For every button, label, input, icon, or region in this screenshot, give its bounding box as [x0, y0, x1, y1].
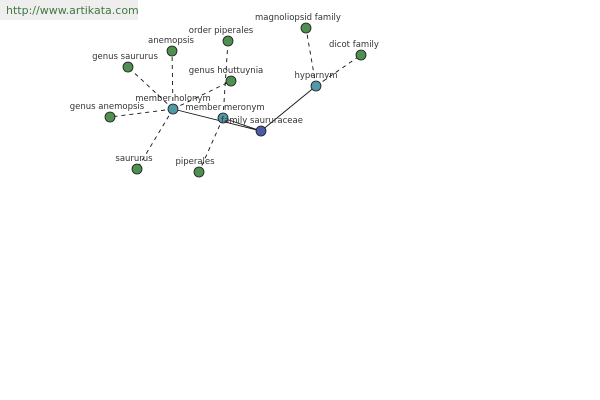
edge-member-holonym-to-genus-houttuynia	[172, 80, 232, 110]
node-label-center[interactable]: family saururaceae	[221, 116, 303, 126]
node-anemopsis[interactable]	[166, 45, 178, 57]
url-banner: http://www.artikata.com	[0, 0, 139, 20]
node-label-saururus[interactable]: saururus	[115, 154, 153, 164]
edge-center-to-member-meronym	[222, 117, 262, 132]
site-url-link[interactable]: http://www.artikata.com	[6, 4, 139, 17]
node-dicot-family[interactable]	[355, 49, 367, 61]
edge-member-holonym-to-genus-saururus	[127, 66, 174, 110]
node-center[interactable]	[255, 125, 267, 137]
edge-member-holonym-to-anemopsis	[171, 50, 174, 110]
node-genus-anemopsis[interactable]	[104, 111, 116, 123]
node-label-member-holonym[interactable]: member holonym	[135, 94, 210, 104]
node-hypernym[interactable]	[310, 80, 322, 92]
node-label-dicot-family[interactable]: dicot family	[329, 40, 379, 50]
node-member-holonym[interactable]	[167, 103, 179, 115]
edge-hypernym-to-dicot-family	[315, 54, 362, 87]
node-label-magnoliopsid-family[interactable]: magnoliopsid family	[255, 13, 341, 23]
node-label-genus-saururus[interactable]: genus saururus	[92, 52, 158, 62]
edge-member-meronym-to-order-piperales	[222, 40, 229, 119]
node-label-member-meronym[interactable]: member meronym	[185, 103, 264, 113]
node-order-piperales[interactable]	[222, 35, 234, 47]
edge-center-to-hypernym	[260, 85, 317, 132]
edge-center-to-member-holonym	[172, 108, 262, 132]
node-label-genus-anemopsis[interactable]: genus anemopsis	[70, 102, 145, 112]
node-saururus[interactable]	[131, 163, 143, 175]
node-genus-saururus[interactable]	[122, 61, 134, 73]
edge-member-holonym-to-genus-anemopsis	[109, 108, 174, 118]
node-genus-houttuynia[interactable]	[225, 75, 237, 87]
node-piperales[interactable]	[193, 166, 205, 178]
node-magnoliopsid-family[interactable]	[300, 22, 312, 34]
edge-hypernym-to-magnoliopsid-family	[305, 27, 317, 87]
edges-layer	[109, 27, 362, 173]
node-member-meronym[interactable]	[217, 112, 229, 124]
node-label-hypernym[interactable]: hypernym	[294, 71, 337, 81]
edge-member-holonym-to-saururus	[136, 108, 174, 170]
node-label-piperales[interactable]: piperales	[175, 157, 215, 167]
edge-member-meronym-to-piperales	[198, 117, 224, 173]
nodes-layer	[104, 22, 367, 178]
node-label-order-piperales[interactable]: order piperales	[189, 26, 254, 36]
node-label-genus-houttuynia[interactable]: genus houttuynia	[189, 66, 264, 76]
node-label-anemopsis[interactable]: anemopsis	[148, 36, 194, 46]
